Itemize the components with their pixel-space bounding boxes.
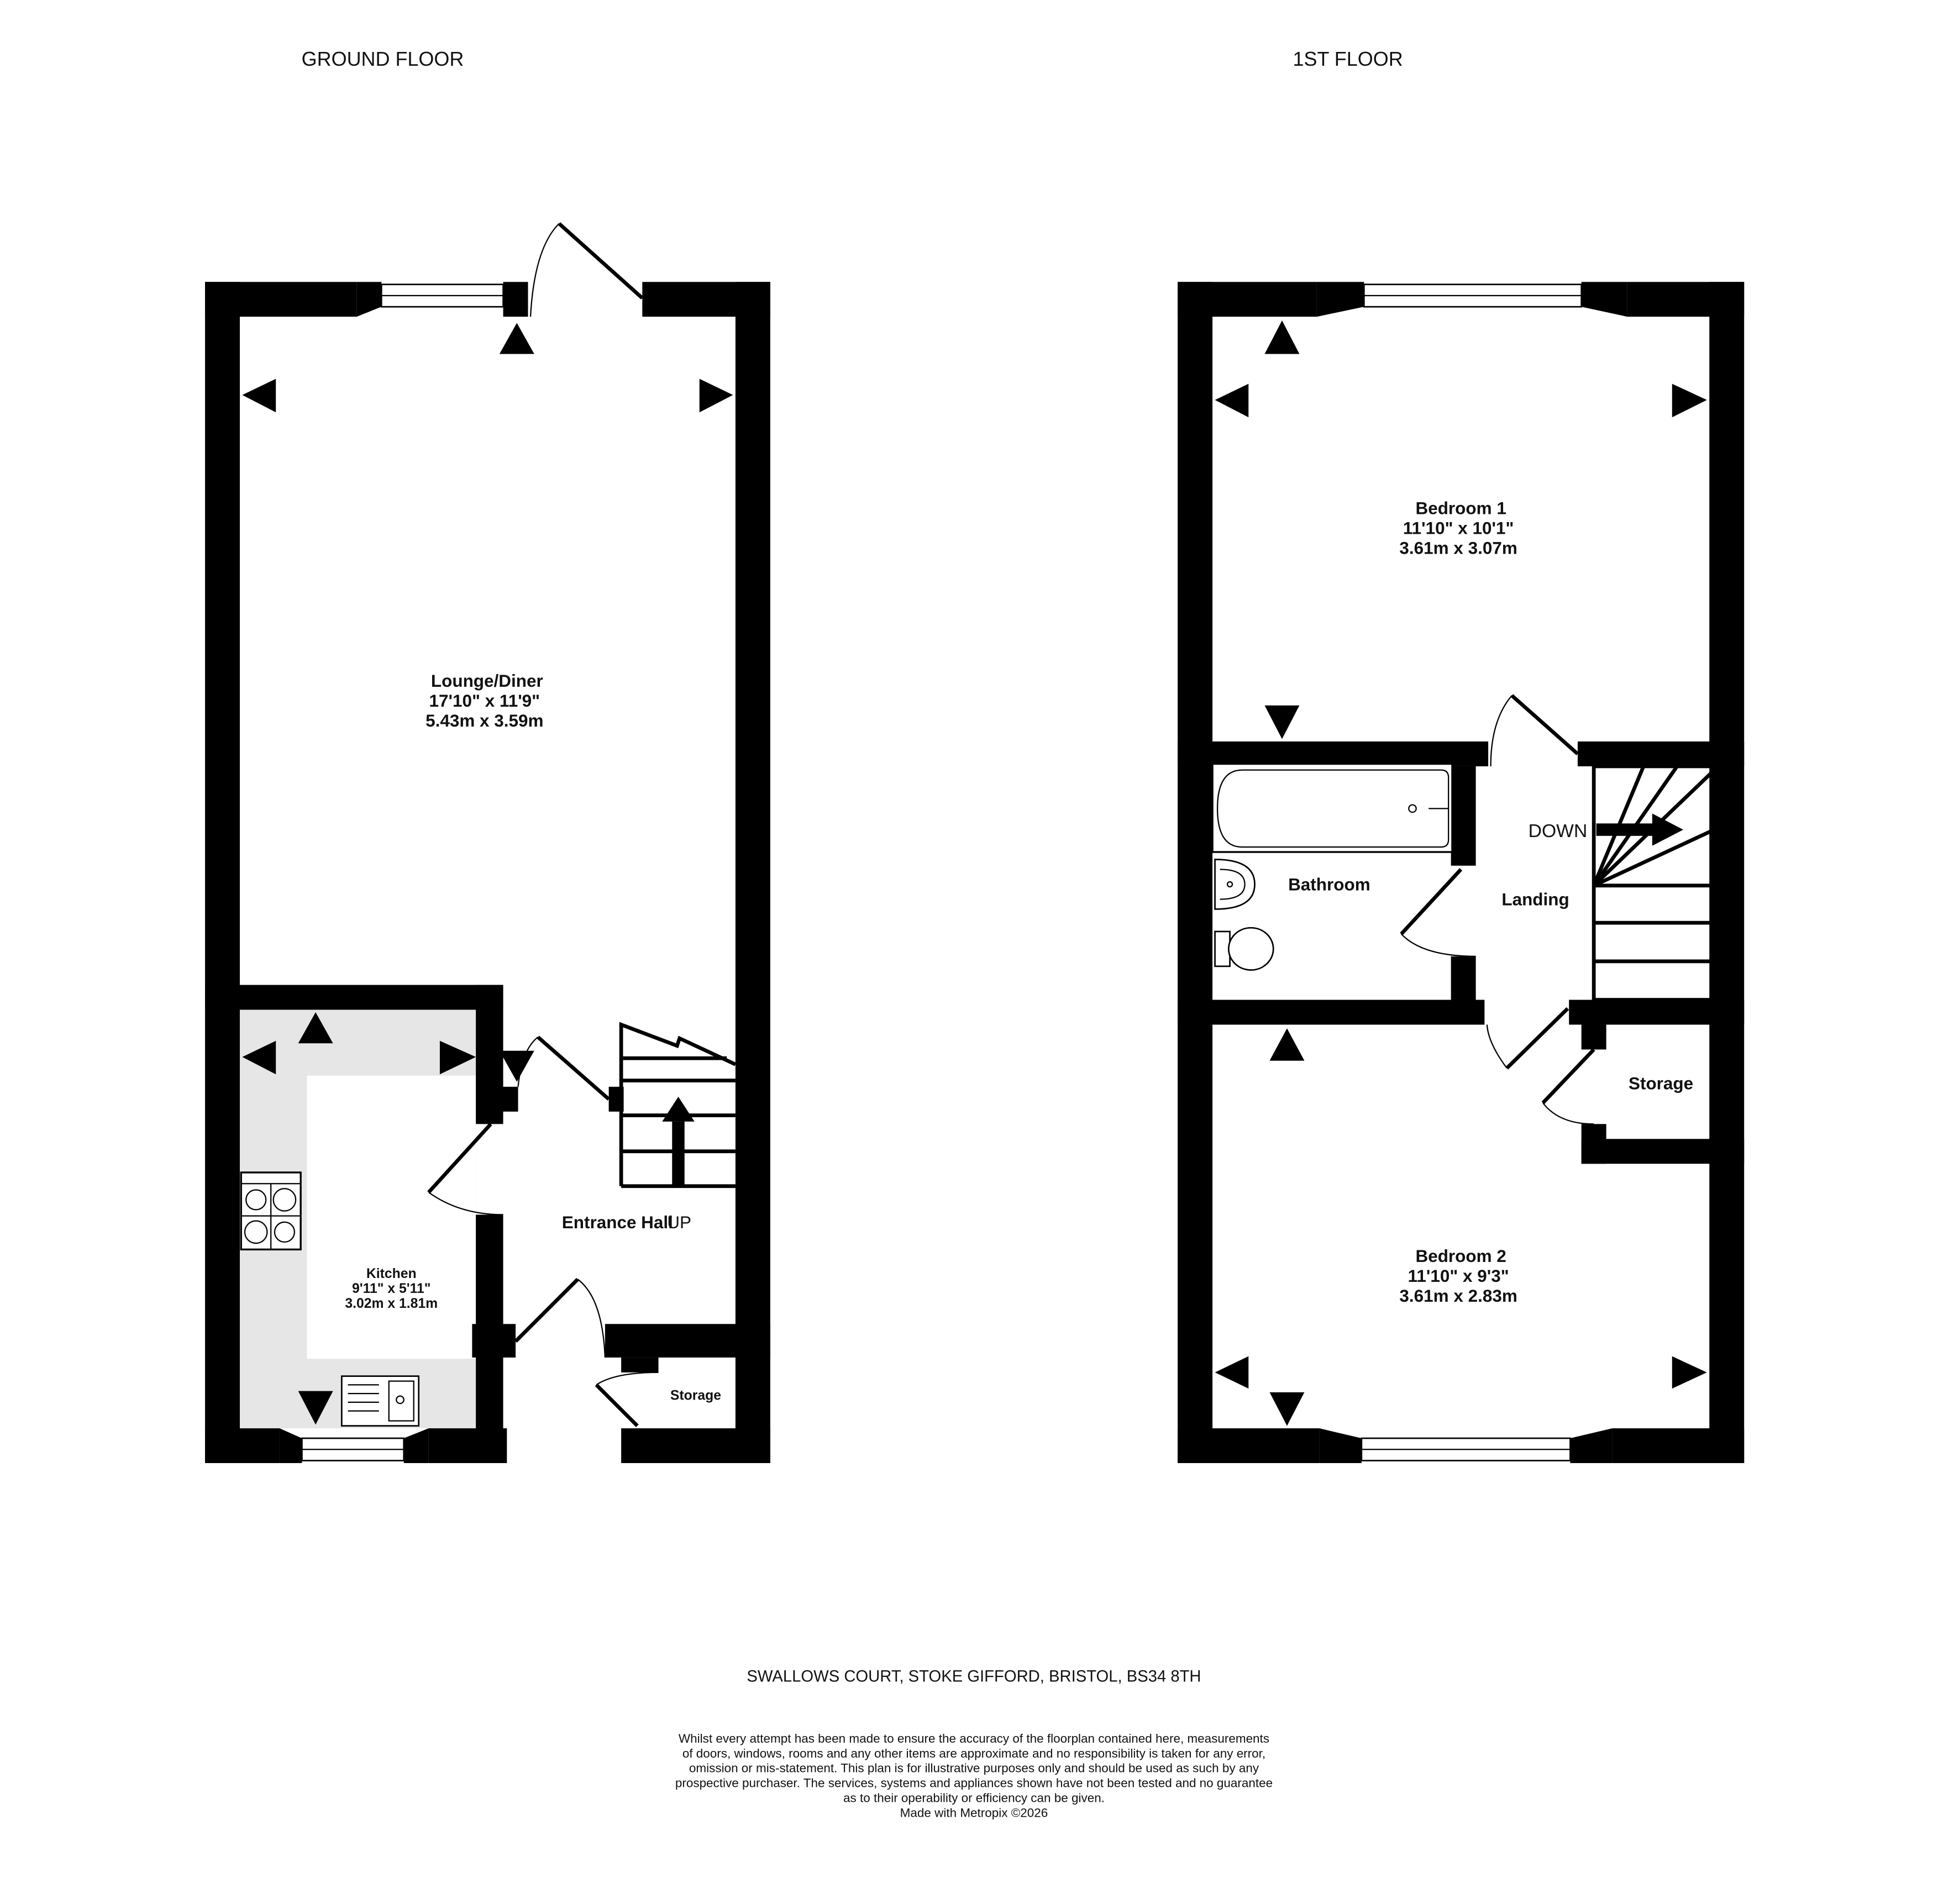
storage-ground-name: Storage [670, 1388, 721, 1403]
ground-floor: Lounge/Diner 17'10" x 11'9" 5.43m x 3.59… [205, 222, 770, 1464]
down-arrow-icon [1596, 823, 1656, 836]
up-arrow-icon [298, 1012, 333, 1044]
lounge-name: Lounge/Diner [431, 671, 543, 691]
door [514, 1277, 606, 1358]
door [517, 1035, 610, 1101]
up-arrow-icon [1264, 320, 1300, 354]
down-arrow-icon [499, 1050, 534, 1082]
bedroom1-imperial: 11'10" x 10'1" [1403, 519, 1514, 538]
disclaimer-line: omission or mis-statement. This plan is … [689, 1761, 1259, 1775]
window [1319, 1428, 1613, 1464]
first-walls [1178, 282, 1745, 1464]
bedroom1-metric: 3.61m x 3.07m [1399, 539, 1517, 558]
window [1316, 282, 1627, 317]
door [1400, 868, 1476, 957]
up-arrow-icon [672, 1121, 685, 1186]
credit-line: Made with Metropix ©2026 [900, 1806, 1048, 1820]
bath-icon [1211, 762, 1453, 853]
left-arrow-icon [1215, 1356, 1249, 1389]
lounge-metric: 5.43m x 3.59m [426, 711, 543, 730]
first-floor: DOWN Bedroom 1 11'10" x 10'1" [1178, 282, 1745, 1464]
kitchen-metric: 3.02m x 1.81m [345, 1296, 438, 1311]
door [427, 1123, 503, 1216]
disclaimer-line: prospective purchaser. The services, sys… [675, 1776, 1273, 1790]
door [1490, 694, 1579, 766]
right-arrow-icon [1672, 1356, 1707, 1389]
right-arrow-icon [439, 1040, 476, 1075]
stairs-down-label: DOWN [1529, 820, 1588, 841]
bedroom2-metric: 3.61m x 2.83m [1399, 1286, 1517, 1306]
right-arrow-icon [1672, 383, 1707, 418]
window [356, 282, 504, 317]
up-arrow-icon [499, 323, 534, 354]
bedroom2-imperial: 11'10" x 9'3" [1408, 1266, 1509, 1286]
basin-icon [1214, 859, 1256, 910]
left-arrow-icon [242, 1040, 276, 1075]
sink-icon [340, 1375, 420, 1427]
disclaimer: Whilst every attempt has been made to en… [675, 1732, 1273, 1820]
address: SWALLOWS COURT, STOKE GIFFORD, BRISTOL, … [747, 1668, 1201, 1686]
disclaimer-line: of doors, windows, rooms and any other i… [682, 1747, 1265, 1760]
door [1541, 1048, 1595, 1125]
window [279, 1428, 429, 1464]
down-arrow-icon [1269, 1392, 1305, 1426]
left-arrow-icon [1215, 383, 1249, 418]
down-arrow-icon [1264, 705, 1300, 739]
storage-first-name: Storage [1629, 1074, 1693, 1093]
stairs-up-label: UP [667, 1213, 691, 1232]
hob-icon [240, 1171, 302, 1251]
disclaimer-line: Whilst every attempt has been made to en… [679, 1732, 1269, 1745]
door [1486, 1007, 1569, 1070]
ground-floor-title: GROUND FLOOR [302, 48, 464, 70]
kitchen-imperial: 9'11" x 5'11" [352, 1281, 430, 1296]
bedroom2-name: Bedroom 2 [1415, 1246, 1506, 1266]
door [529, 222, 644, 317]
left-arrow-icon [242, 378, 276, 413]
ground-walls [205, 282, 770, 1464]
right-arrow-icon [699, 378, 733, 413]
stairs-down [1592, 764, 1716, 1002]
down-arrow-icon [298, 1391, 333, 1425]
entrance-hall-name: Entrance Hall [562, 1213, 673, 1232]
lounge-imperial: 17'10" x 11'9" [429, 691, 540, 711]
up-arrow-icon [1269, 1028, 1305, 1061]
kitchen-name: Kitchen [366, 1266, 417, 1281]
bedroom1-name: Bedroom 1 [1415, 499, 1506, 518]
bathroom-name: Bathroom [1288, 875, 1370, 895]
toilet-icon [1214, 927, 1274, 971]
door [595, 1371, 659, 1427]
first-floor-title: 1ST FLOOR [1293, 48, 1403, 70]
disclaimer-line: as to their operability or efficiency ca… [843, 1791, 1105, 1805]
stairs-up [619, 1022, 737, 1188]
landing-name: Landing [1501, 890, 1569, 909]
